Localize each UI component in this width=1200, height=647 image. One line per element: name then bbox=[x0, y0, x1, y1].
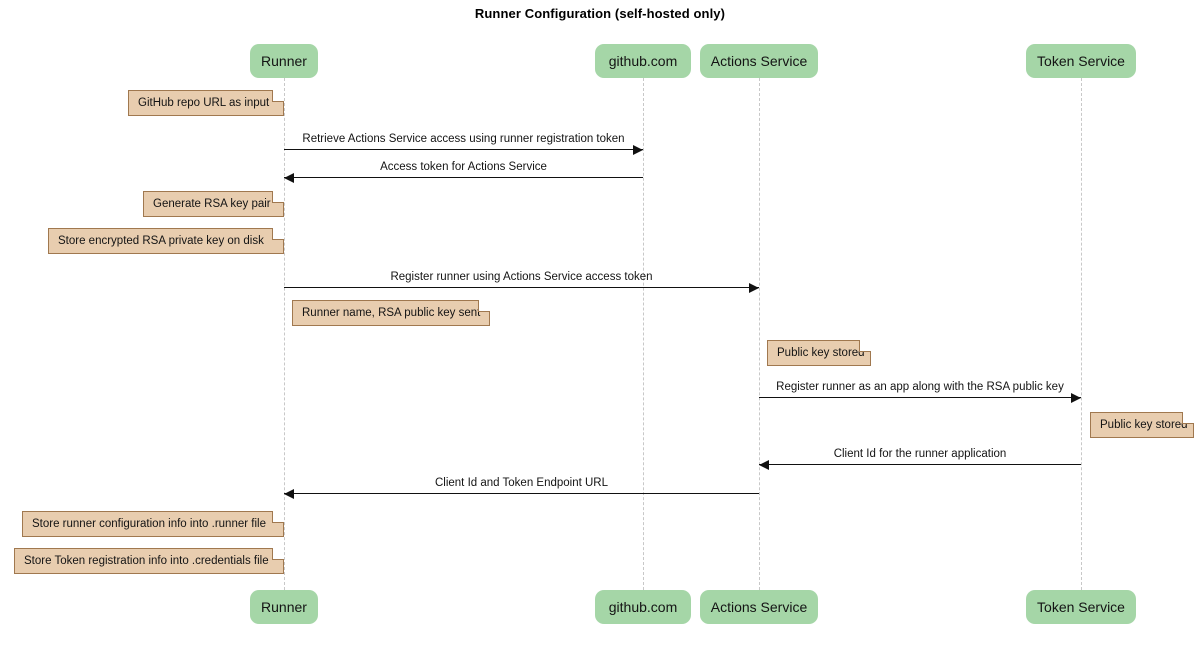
message-line-2 bbox=[284, 287, 759, 288]
arrowhead-right-0 bbox=[633, 144, 643, 155]
participant-github-top[interactable]: github.com bbox=[595, 44, 691, 78]
note-text: Store Token registration info into .cred… bbox=[24, 555, 269, 567]
note-0: GitHub repo URL as input bbox=[128, 90, 284, 116]
arrowhead-left-5 bbox=[284, 488, 294, 499]
arrowhead-right-2 bbox=[749, 282, 759, 293]
note-fold-corner-icon bbox=[272, 191, 284, 203]
note-text: Runner name, RSA public key sent bbox=[302, 307, 481, 319]
lifeline-actions bbox=[759, 78, 760, 590]
note-text: GitHub repo URL as input bbox=[138, 97, 270, 109]
arrowhead-right-3 bbox=[1071, 392, 1081, 403]
participant-runner-bottom[interactable]: Runner bbox=[250, 590, 318, 624]
note-1: Generate RSA key pair bbox=[143, 191, 284, 217]
participant-runner-top[interactable]: Runner bbox=[250, 44, 318, 78]
message-line-4 bbox=[759, 464, 1081, 465]
note-6: Store runner configuration info into .ru… bbox=[22, 511, 284, 537]
participant-actions-bottom[interactable]: Actions Service bbox=[700, 590, 818, 624]
note-fold-corner-icon bbox=[272, 228, 284, 240]
page-title: Runner Configuration (self-hosted only) bbox=[474, 6, 726, 21]
message-label-0: Retrieve Actions Service access using ru… bbox=[302, 133, 625, 145]
participant-token-top[interactable]: Token Service bbox=[1026, 44, 1136, 78]
note-7: Store Token registration info into .cred… bbox=[14, 548, 284, 574]
message-line-3 bbox=[759, 397, 1081, 398]
note-4: Public key stored bbox=[767, 340, 871, 366]
note-text: Store runner configuration info into .ru… bbox=[32, 518, 266, 530]
note-5: Public key stored bbox=[1090, 412, 1194, 438]
message-line-5 bbox=[284, 493, 759, 494]
lifeline-token bbox=[1081, 78, 1082, 590]
message-label-3: Register runner as an app along with the… bbox=[776, 381, 1064, 393]
note-fold-corner-icon bbox=[478, 300, 490, 312]
note-text: Public key stored bbox=[1100, 419, 1188, 431]
note-fold-corner-icon bbox=[272, 511, 284, 523]
message-label-4: Client Id for the runner application bbox=[833, 448, 1007, 460]
participant-actions-top[interactable]: Actions Service bbox=[700, 44, 818, 78]
participant-github-bottom[interactable]: github.com bbox=[595, 590, 691, 624]
message-label-1: Access token for Actions Service bbox=[380, 161, 547, 173]
note-3: Runner name, RSA public key sent bbox=[292, 300, 490, 326]
note-text: Generate RSA key pair bbox=[153, 198, 271, 210]
note-fold-corner-icon bbox=[1182, 412, 1194, 424]
note-fold-corner-icon bbox=[272, 548, 284, 560]
message-line-0 bbox=[284, 149, 643, 150]
lifeline-runner bbox=[284, 78, 285, 590]
message-label-2: Register runner using Actions Service ac… bbox=[390, 271, 653, 283]
lifeline-github bbox=[643, 78, 644, 590]
arrowhead-left-4 bbox=[759, 459, 769, 470]
note-2: Store encrypted RSA private key on disk bbox=[48, 228, 284, 254]
note-fold-corner-icon bbox=[272, 90, 284, 102]
participant-token-bottom[interactable]: Token Service bbox=[1026, 590, 1136, 624]
arrowhead-left-1 bbox=[284, 172, 294, 183]
message-label-5: Client Id and Token Endpoint URL bbox=[434, 477, 609, 489]
note-fold-corner-icon bbox=[859, 340, 871, 352]
note-text: Public key stored bbox=[777, 347, 865, 359]
note-text: Store encrypted RSA private key on disk bbox=[58, 235, 264, 247]
message-line-1 bbox=[284, 177, 643, 178]
